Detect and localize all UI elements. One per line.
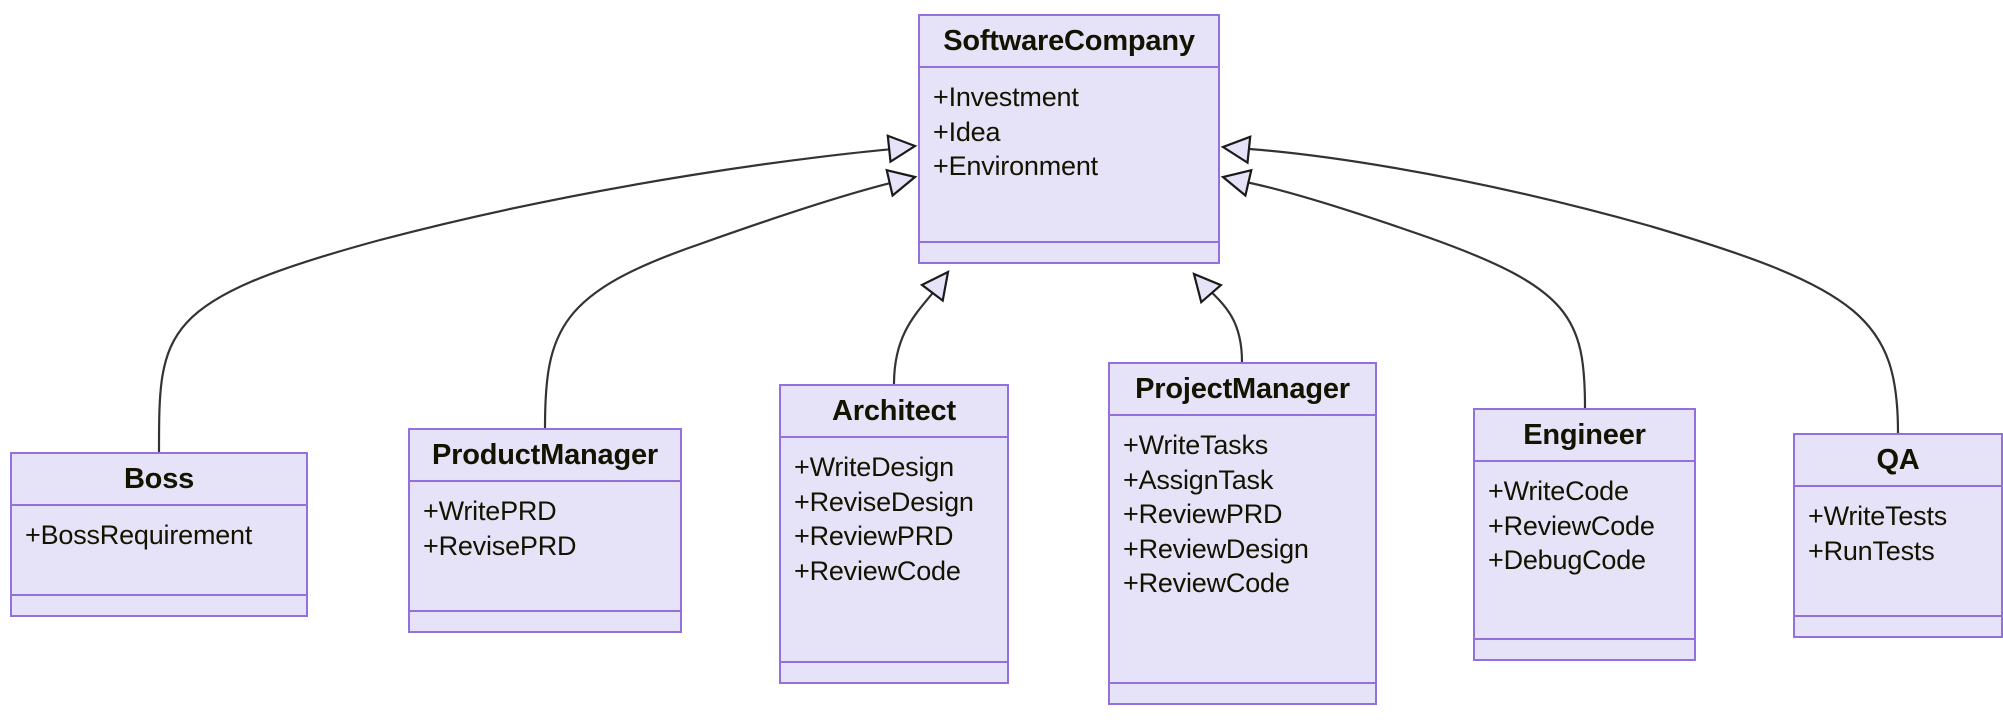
class-member: +Investment	[933, 82, 1079, 112]
generalization-arrowhead-icon	[1192, 272, 1223, 305]
uml-class-qa[interactable]: QA +WriteTests +RunTests	[1793, 433, 2003, 638]
class-member: +ReviewPRD	[794, 521, 954, 552]
edge-line	[892, 283, 941, 385]
generalization-arrowhead-icon	[1220, 168, 1253, 198]
class-member: +RevisePRD	[423, 530, 577, 561]
class-members-product-manager: +WritePRD +RevisePRD	[410, 482, 680, 612]
class-member: +ReviewPRD	[1123, 499, 1283, 530]
class-members-software-company: +Investment +Idea +Environment	[920, 68, 1218, 243]
class-member: +RunTests	[1808, 535, 1935, 566]
generalization-arrowhead-icon	[886, 134, 918, 164]
uml-class-architect[interactable]: Architect +WriteDesign +ReviseDesign +Revie…	[779, 384, 1009, 684]
class-member: +ReviewCode	[794, 555, 961, 586]
class-methods-boss	[12, 596, 306, 615]
class-title-boss: Boss	[12, 454, 306, 506]
class-title-project-manager: ProjectManager	[1110, 364, 1375, 416]
uml-class-product-manager[interactable]: ProductManager +WritePRD +RevisePRD	[408, 428, 682, 633]
class-member: +WriteDesign	[794, 452, 954, 482]
class-members-engineer: +WriteCode +ReviewCode +DebugCode	[1475, 462, 1694, 640]
class-title-product-manager: ProductManager	[410, 430, 680, 482]
class-title-qa: QA	[1795, 435, 2001, 487]
class-members-architect: +WriteDesign +ReviseDesign +ReviewPRD+Revi…	[781, 438, 1007, 663]
edge-line	[1202, 283, 1244, 363]
class-methods-product-manager	[410, 612, 680, 631]
class-member: +DebugCode	[1488, 545, 1646, 576]
class-title-software-company: SoftwareCompany	[920, 16, 1218, 68]
class-member: +WritePRD	[423, 496, 557, 526]
class-members-qa: +WriteTests +RunTests	[1795, 487, 2001, 617]
class-methods-engineer	[1475, 640, 1694, 659]
generalization-edge	[1192, 272, 1244, 363]
class-member: +Idea	[933, 116, 1001, 147]
class-member: +Environment	[933, 151, 1098, 182]
class-methods-architect	[781, 663, 1007, 682]
class-member: +WriteTests	[1808, 501, 1948, 531]
uml-class-project-manager[interactable]: ProjectManager +WriteTasks +AssignTask +Rev…	[1108, 362, 1377, 705]
class-members-boss: +BossRequirement	[12, 506, 306, 596]
class-title-engineer: Engineer	[1475, 410, 1694, 462]
class-member: +WriteTasks	[1123, 430, 1269, 460]
class-member: +ReviseDesign	[794, 486, 974, 517]
class-member: +ReviewDesign	[1123, 533, 1309, 564]
uml-class-software-company[interactable]: SoftwareCompany +Investment +Idea +Environm…	[918, 14, 1220, 264]
generalization-edge	[892, 270, 950, 385]
uml-class-engineer[interactable]: Engineer +WriteCode +ReviewCode +DebugCode	[1473, 408, 1696, 661]
class-member: +ReviewCode	[1123, 568, 1290, 599]
class-member: +ReviewCode	[1488, 510, 1655, 541]
class-member: +BossRequirement	[25, 520, 253, 550]
generalization-arrowhead-icon	[885, 168, 918, 198]
class-members-project-manager: +WriteTasks +AssignTask +ReviewPRD+ReviewD…	[1110, 416, 1375, 684]
generalization-arrowhead-icon	[1220, 135, 1252, 165]
generalization-arrowhead-icon	[919, 270, 950, 303]
class-member: +WriteCode	[1488, 476, 1629, 506]
class-member: +AssignTask	[1123, 464, 1274, 495]
class-methods-software-company	[920, 243, 1218, 262]
uml-class-boss[interactable]: Boss +BossRequirement	[10, 452, 308, 617]
class-title-architect: Architect	[781, 386, 1007, 438]
class-methods-project-manager	[1110, 684, 1375, 703]
class-methods-qa	[1795, 617, 2001, 636]
